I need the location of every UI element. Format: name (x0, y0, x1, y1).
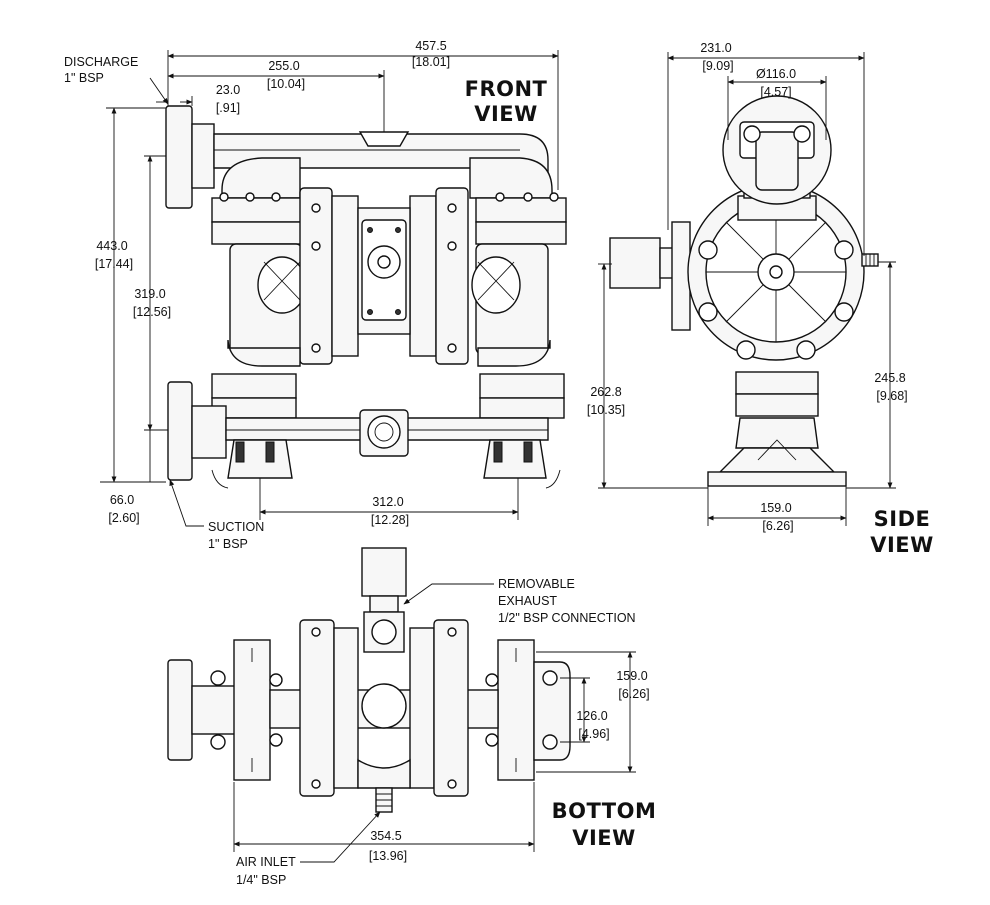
bottom-view-title-2: VIEW (572, 826, 636, 850)
dim-front-width-in: [18.01] (412, 55, 450, 69)
dim-front-height-in: [17.44] (95, 257, 133, 271)
bottom-view-drawing (167, 547, 571, 813)
discharge-label-2: 1" BSP (64, 71, 104, 85)
bottom-view-title-1: BOTTOM (552, 799, 657, 823)
air-inlet-label-1: AIR INLET (236, 855, 296, 869)
front-view-title-2: VIEW (474, 102, 538, 126)
dim-side-base-in: [6.26] (762, 519, 793, 533)
dim-discharge-height: 319.0 (134, 287, 165, 301)
dim-bottom-holes-in: [4.96] (578, 727, 609, 741)
dim-front-width: 457.5 (415, 39, 446, 53)
dim-front-center-in: [10.04] (267, 77, 305, 91)
dim-foot-span-in: [12.28] (371, 513, 409, 527)
exhaust-label-2: EXHAUST (498, 594, 557, 608)
side-view-title-1: SIDE (874, 507, 931, 531)
dim-bottom-length: 354.5 (370, 829, 401, 843)
side-view-drawing (609, 95, 879, 487)
front-view-dimensions (100, 50, 559, 527)
dim-discharge-height-in: [12.56] (133, 305, 171, 319)
exhaust-label-1: REMOVABLE (498, 577, 575, 591)
bottom-view-dimensions (233, 583, 636, 863)
dim-side-width: 231.0 (700, 41, 731, 55)
dim-side-dia: Ø116.0 (756, 67, 796, 81)
exhaust-label-3: 1/2" BSP CONNECTION (498, 611, 636, 625)
dim-suction-height-in: [2.60] (108, 511, 139, 525)
dim-side-center-height-in: [9.68] (876, 389, 907, 403)
dim-bottom-depth: 159.0 (616, 669, 647, 683)
front-view-drawing (165, 105, 567, 489)
front-view-title-1: FRONT (465, 77, 548, 101)
dim-side-width-in: [9.09] (702, 59, 733, 73)
dim-side-base: 159.0 (760, 501, 791, 515)
suction-label-1: SUCTION (208, 520, 264, 534)
dim-side-inlet-height: 262.8 (590, 385, 621, 399)
dim-side-dia-in: [4.57] (760, 85, 791, 99)
dim-discharge-offset-in: [.91] (216, 101, 240, 115)
discharge-label-1: DISCHARGE (64, 55, 138, 69)
side-view-dimensions (598, 52, 896, 526)
side-view-title-2: VIEW (870, 533, 934, 557)
dim-bottom-length-in: [13.96] (369, 849, 407, 863)
dim-bottom-depth-in: [6.26] (618, 687, 649, 701)
dim-front-height: 443.0 (96, 239, 127, 253)
dim-front-center: 255.0 (268, 59, 299, 73)
suction-label-2: 1" BSP (208, 537, 248, 551)
dim-side-center-height: 245.8 (874, 371, 905, 385)
dim-side-inlet-height-in: [10.35] (587, 403, 625, 417)
dim-suction-height: 66.0 (110, 493, 134, 507)
dim-discharge-offset: 23.0 (216, 83, 240, 97)
dim-bottom-holes: 126.0 (576, 709, 607, 723)
dim-foot-span: 312.0 (372, 495, 403, 509)
air-inlet-label-2: 1/4" BSP (236, 873, 286, 887)
